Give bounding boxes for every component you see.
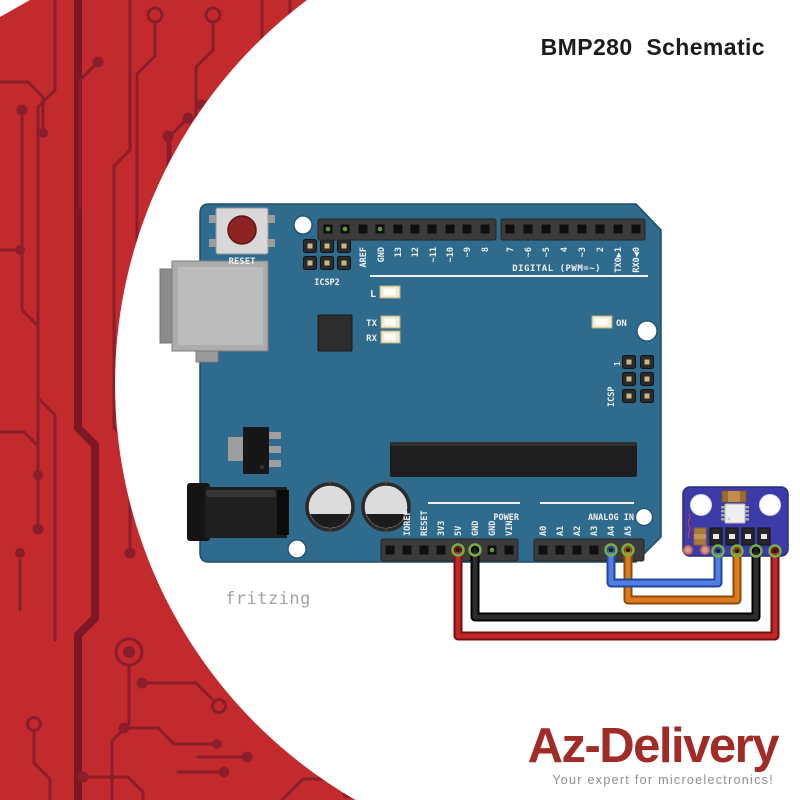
capacitor-2: [361, 479, 411, 535]
wire-orange-a5: [623, 545, 742, 605]
led-l: [379, 285, 401, 299]
analog-pin-labels: A0 A1 A2 A3 A4 A5: [539, 526, 634, 536]
pin-label: A5: [624, 526, 634, 536]
pin-label: RX0◀0: [632, 247, 642, 273]
pin-label: VIN: [505, 521, 515, 536]
pin-label: 7: [506, 247, 516, 252]
brand-block: Az-Delivery Your expert for microelectro…: [420, 719, 780, 787]
corner-cut-triangle: [0, 0, 30, 17]
wire-blue-a4: [606, 545, 723, 588]
analog-bracket-line: [540, 502, 634, 504]
icsp2-label: ICSP2: [314, 278, 340, 288]
jumper-wires: [453, 545, 780, 641]
module-smd-components: [693, 527, 771, 546]
module-hole-right: [759, 494, 781, 516]
pin-label: ~10: [446, 247, 456, 262]
pin-label: TX0▶1: [614, 247, 624, 273]
wire-red-5v: [453, 545, 780, 641]
icsp-pin1-label: 1: [613, 361, 622, 366]
pin-label: GND: [488, 521, 498, 536]
led-tx-label: TX: [366, 319, 377, 329]
pin-label: ~9: [463, 247, 473, 257]
fritzing-watermark: fritzing: [225, 589, 311, 609]
bmp280-sensor-chip: [721, 503, 749, 524]
arduino-board: RESET ICSP2: [159, 203, 662, 563]
module-top-capacitor: [721, 490, 747, 503]
usb-connector: [159, 260, 269, 363]
pin-label: 13: [394, 247, 404, 257]
digital-headers: [317, 218, 646, 241]
small-ic-chip: [317, 314, 353, 352]
digital-pin-labels: AREF GND 13 12 ~11 ~10 ~9 8 7 ~6 ~5 4 ~3…: [359, 247, 642, 273]
pin-label: 5V: [454, 526, 464, 536]
voltage-regulator: [228, 427, 281, 474]
bmp280-module: [682, 486, 789, 557]
atmega-chip: [390, 442, 637, 477]
pin-label: A2: [573, 526, 583, 536]
led-tx: [380, 315, 401, 329]
led-l-label: L: [370, 289, 376, 300]
connection-rings: [451, 543, 782, 558]
pin-label: ~5: [542, 247, 552, 257]
pin-label: A3: [590, 526, 600, 536]
digital-bracket-line: [370, 275, 648, 277]
icsp-label: ICSP: [607, 387, 617, 407]
pin-label: 4: [560, 247, 570, 252]
analog-group-label: ANALOG IN: [588, 513, 634, 523]
icsp-header: [622, 355, 654, 403]
module-silkscreen-mark: [687, 513, 691, 539]
pin-label: A0: [539, 526, 549, 536]
pin-label: RESET: [420, 510, 430, 536]
digital-group-label: DIGITAL (PWM=~): [512, 264, 601, 274]
led-on-label: ON: [616, 319, 627, 329]
mounting-holes: [287, 215, 658, 559]
power-group-label: POWER: [493, 513, 519, 523]
trace-rings: [26, 6, 227, 732]
thick-trace: [74, 0, 99, 800]
brand-logo: Az-Delivery: [527, 719, 780, 773]
pin-label: 2: [596, 247, 606, 252]
module-unused-holes: [683, 545, 710, 555]
pin-label: 3V3: [437, 521, 447, 536]
pin-label: A1: [556, 526, 566, 536]
capacitor-1: [305, 479, 355, 535]
pin-label: AREF: [359, 247, 369, 267]
page-title: BMP280 Schematic: [540, 34, 765, 60]
module-hole-left: [690, 494, 712, 516]
power-bracket-line: [428, 502, 520, 504]
led-rx: [380, 330, 401, 344]
pin-label: ~6: [524, 247, 534, 257]
pin-label: GND: [377, 247, 387, 262]
led-on: [591, 315, 613, 329]
pin-label: GND: [471, 521, 481, 536]
pin-label: ~11: [429, 247, 439, 262]
power-pin-labels: IOREF RESET 3V3 5V GND GND VIN: [403, 510, 515, 536]
wire-black-gnd: [470, 545, 761, 622]
reset-label: RESET: [228, 257, 256, 267]
pin-label: IOREF: [403, 510, 413, 536]
pin-label: 12: [411, 247, 421, 257]
reset-button[interactable]: [209, 207, 275, 255]
pin-label: ~3: [578, 247, 588, 257]
brand-tagline: Your expert for microelectronics!: [552, 773, 774, 787]
pin-label: 8: [481, 247, 491, 252]
pin-label: A4: [607, 526, 617, 536]
led-rx-label: RX: [366, 334, 377, 344]
power-jack: [187, 483, 289, 541]
